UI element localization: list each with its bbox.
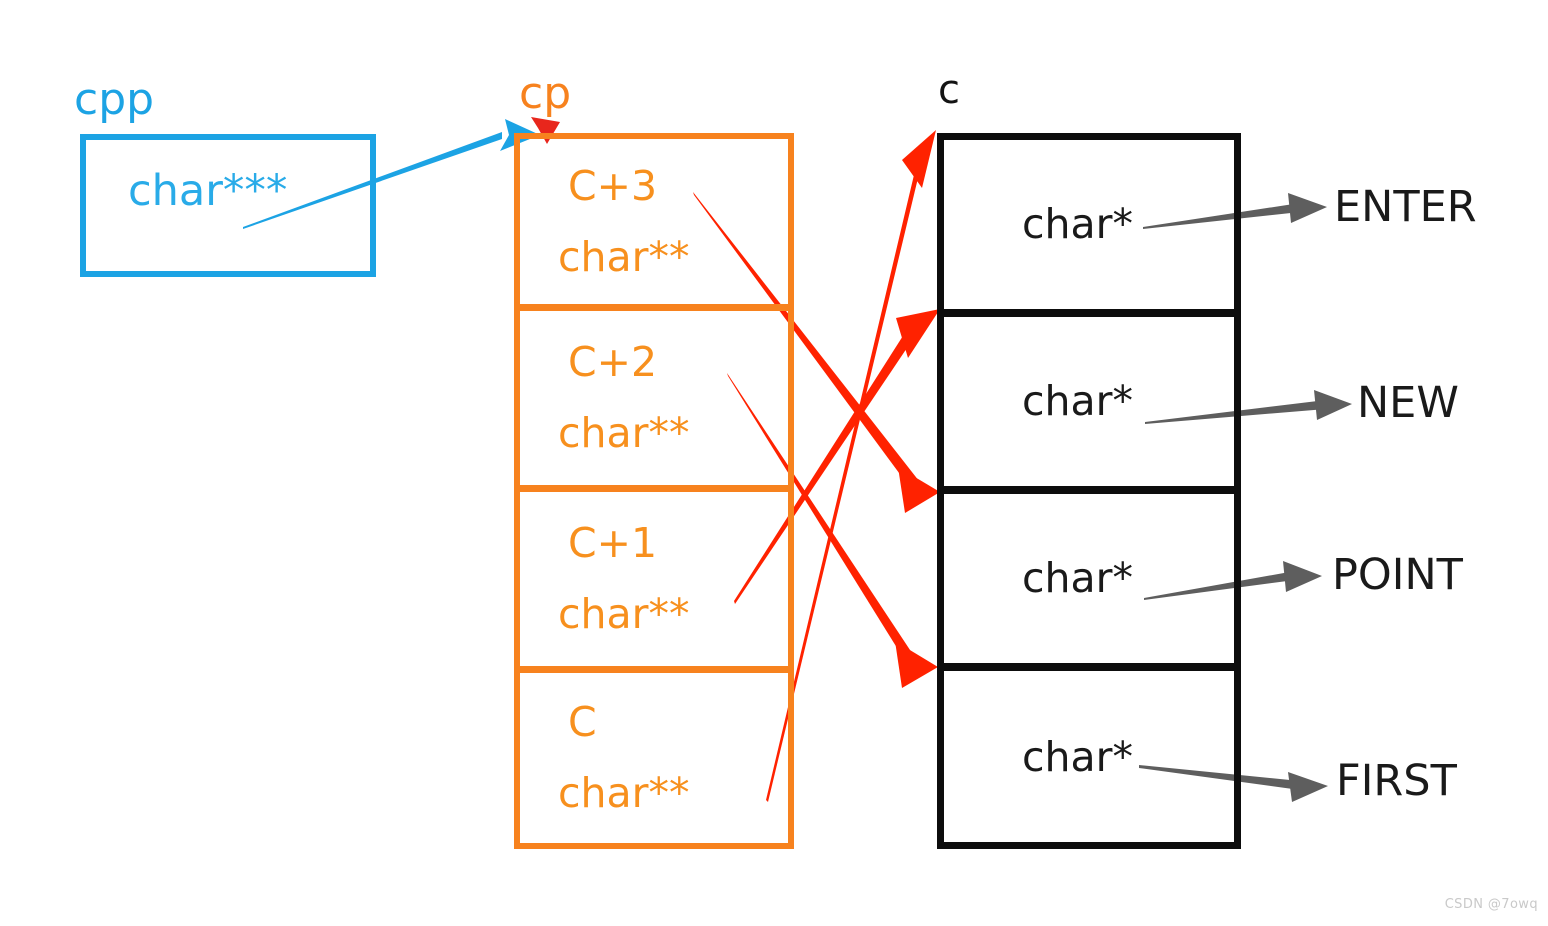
c-cell-type-label: char* — [1022, 377, 1134, 425]
cp-cell-index-label: C+2 — [568, 338, 658, 386]
cp-cell-3[interactable]: C char** — [520, 673, 788, 843]
cp-label: cp — [519, 68, 572, 119]
cp-cell-1[interactable]: C+2 char** — [520, 311, 788, 485]
c-divider-1 — [937, 309, 1241, 317]
c-cell-type-label: char* — [1022, 732, 1134, 781]
c-cell-2[interactable]: char* — [944, 494, 1234, 663]
cpp-box[interactable] — [80, 134, 376, 277]
cp-divider-3 — [514, 666, 794, 673]
cp-divider-1 — [514, 304, 794, 311]
cp-cell-2[interactable]: C+1 char** — [520, 492, 788, 666]
cp-cell-type-label: char** — [558, 409, 690, 457]
string-value-new: NEW — [1357, 378, 1459, 428]
cpp-label: cpp — [74, 74, 155, 125]
c-divider-3 — [937, 663, 1241, 671]
cp-cell-index-label: C+3 — [568, 161, 658, 210]
string-value-point: POINT — [1332, 550, 1463, 600]
c-label: c — [938, 67, 960, 113]
cpp-cell-type-label: char*** — [128, 166, 288, 216]
string-value-first: FIRST — [1336, 756, 1457, 806]
watermark: CSDN @7owq — [1444, 897, 1538, 912]
cp-divider-2 — [514, 485, 794, 492]
string-value-enter: ENTER — [1334, 182, 1477, 232]
cp-cell-type-label: char** — [558, 769, 690, 817]
c-divider-2 — [937, 486, 1241, 494]
c-cell-3[interactable]: char* — [944, 671, 1234, 843]
cp-cell-0[interactable]: C+3 char** — [520, 139, 788, 304]
cp-cell-index-label: C+1 — [568, 519, 658, 567]
c-cell-type-label: char* — [1022, 554, 1134, 602]
cp-cell-index-label: C — [568, 698, 597, 746]
c-cell-type-label: char* — [1022, 200, 1134, 248]
c-cell-1[interactable]: char* — [944, 317, 1234, 486]
c-cell-0[interactable]: char* — [944, 140, 1234, 309]
cp-cell-type-label: char** — [558, 590, 690, 638]
cp-cell-type-label: char** — [558, 232, 690, 281]
